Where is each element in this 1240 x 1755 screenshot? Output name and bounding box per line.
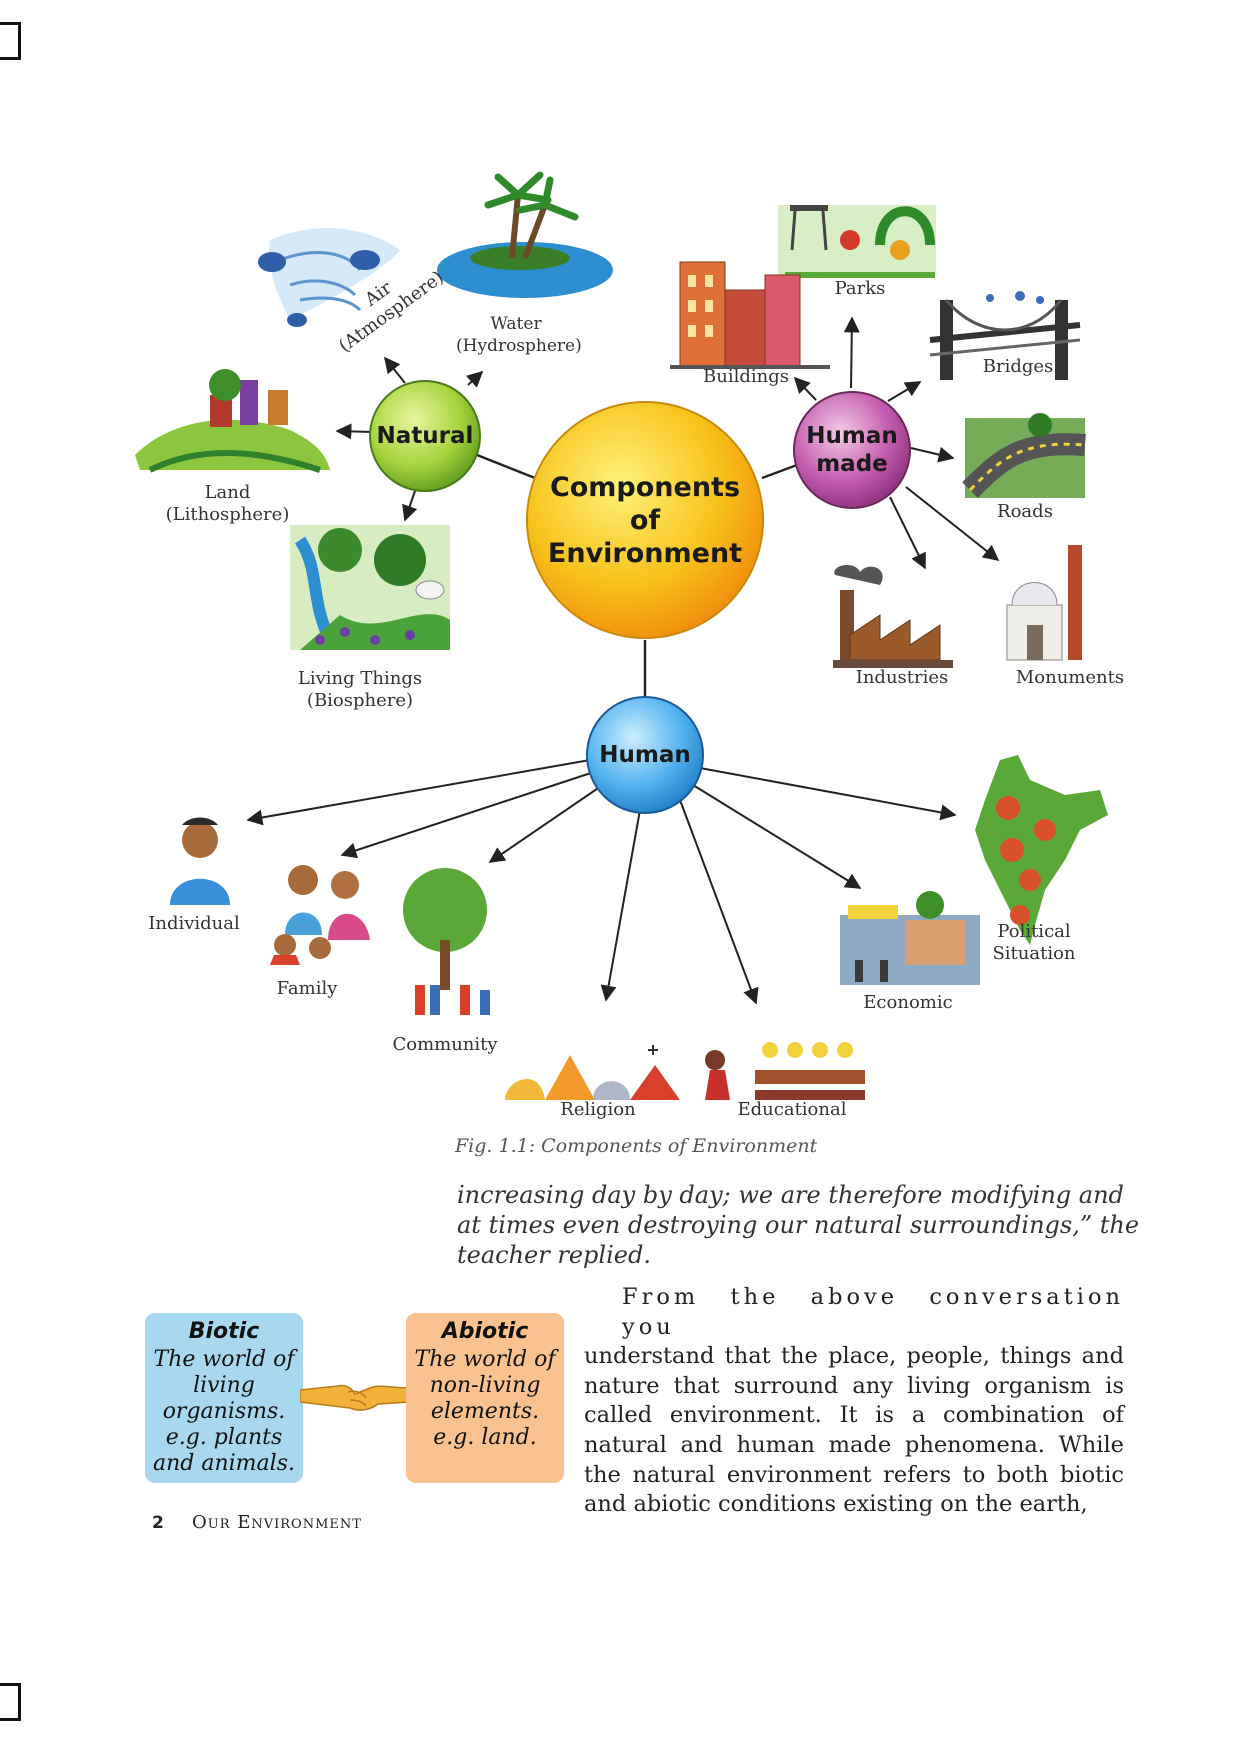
industries-label: Industries <box>855 667 949 688</box>
community-label: Community <box>392 1034 498 1055</box>
economic-illustration <box>840 891 980 985</box>
economic-label: Economic <box>863 992 953 1013</box>
human-hub-label: Human <box>599 742 691 768</box>
quote-line-3: teacher replied. <box>457 1241 651 1269</box>
center-title: Components of Environment <box>527 463 763 578</box>
biotic-title: Biotic <box>188 1319 260 1344</box>
teacher-quote: increasing day by day; we are therefore … <box>457 1180 1147 1270</box>
living-label-line-1: Living Things <box>297 668 423 689</box>
living-label-line-2: (Biosphere) <box>306 690 414 711</box>
land-illustration <box>135 369 330 473</box>
natural-hub-label: Natural <box>376 423 474 449</box>
political-label: Political Situation <box>990 921 1078 965</box>
individual-label: Individual <box>148 913 240 934</box>
biotic-line-5: and animals. <box>153 1451 295 1476</box>
human-hub-circle <box>586 696 704 814</box>
page-number: 2 <box>152 1513 164 1533</box>
quote-line-1: increasing day by day; we are therefore … <box>457 1181 1124 1209</box>
human-made-hub-label: Human made <box>794 420 910 480</box>
political-label-line-1: Political <box>997 921 1071 942</box>
biotic-line-2: living <box>193 1373 255 1398</box>
paragraph-rest: understand that the place, people, thing… <box>584 1343 1124 1518</box>
center-circle <box>526 401 764 639</box>
biotic-line-4: e.g. plants <box>165 1425 283 1450</box>
abiotic-line-2: non-living <box>429 1373 541 1398</box>
quote-line-2: at times even destroying our natural sur… <box>457 1211 1140 1239</box>
water-label-line-1: Water <box>490 314 542 334</box>
land-label-line-2: (Lithosphere) <box>165 504 290 525</box>
parks-illustration <box>778 205 936 278</box>
parks-label: Parks <box>834 278 886 299</box>
abiotic-line-4: e.g. land. <box>433 1425 537 1450</box>
center-line-2: of <box>629 505 661 536</box>
center-line-3: Environment <box>547 538 743 569</box>
natural-hub-circle <box>369 380 481 492</box>
individual-illustration <box>170 817 230 905</box>
buildings-label: Buildings <box>703 366 789 387</box>
educational-label: Educational <box>737 1099 847 1120</box>
bridges-label: Bridges <box>982 356 1054 377</box>
community-illustration <box>403 868 490 1015</box>
abiotic-line-1: The world of <box>414 1347 556 1372</box>
abiotic-title: Abiotic <box>441 1319 529 1344</box>
family-label: Family <box>276 978 338 999</box>
handshake-icon <box>300 1384 410 1411</box>
roads-illustration <box>962 413 1086 498</box>
biotic-line-3: organisms. <box>162 1399 286 1424</box>
roads-label: Roads <box>997 501 1053 522</box>
air-illustration <box>258 228 400 327</box>
educational-illustration <box>705 1042 865 1100</box>
industries-illustration <box>833 564 953 668</box>
footer-title: Our Environment <box>192 1512 362 1533</box>
human-made-line-1: Human <box>806 423 898 449</box>
living-things-label: Living Things (Biosphere) <box>290 668 430 712</box>
land-label-line-1: Land <box>204 482 251 503</box>
components-diagram <box>135 171 1108 1100</box>
figure-caption: Fig. 1.1: Components of Environment <box>455 1135 818 1157</box>
human-made-hub-circle <box>793 391 911 509</box>
water-illustration <box>437 171 613 298</box>
religion-illustration <box>505 1045 680 1100</box>
religion-label: Religion <box>560 1099 636 1120</box>
living-things-illustration <box>290 525 450 650</box>
buildings-illustration <box>670 261 830 369</box>
crop-mark-bottom <box>0 1683 21 1721</box>
political-label-line-2: Situation <box>992 943 1076 964</box>
abiotic-line-3: elements. <box>430 1399 540 1424</box>
bridges-illustration <box>929 291 1081 380</box>
india-map-illustration <box>975 755 1108 945</box>
paragraph-first-line: From the above conversation you <box>622 1284 1124 1340</box>
water-label-line-2: (Hydrosphere) <box>456 336 582 356</box>
body-paragraph: From the above conversation you understa… <box>584 1283 1124 1520</box>
monuments-label: Monuments <box>1015 667 1125 688</box>
biotic-line-1: The world of <box>153 1347 295 1372</box>
family-illustration <box>270 865 370 965</box>
human-made-line-2: made <box>816 451 888 477</box>
land-label: Land (Lithosphere) <box>160 482 295 526</box>
center-line-1: Components <box>549 472 741 503</box>
crop-mark-top <box>0 22 21 60</box>
biotic-box: Biotic The world of living organisms. e.… <box>145 1313 303 1483</box>
monuments-illustration <box>1006 545 1082 661</box>
water-label: Water (Hydrosphere) <box>456 313 582 357</box>
abiotic-box: Abiotic The world of non-living elements… <box>406 1313 564 1483</box>
